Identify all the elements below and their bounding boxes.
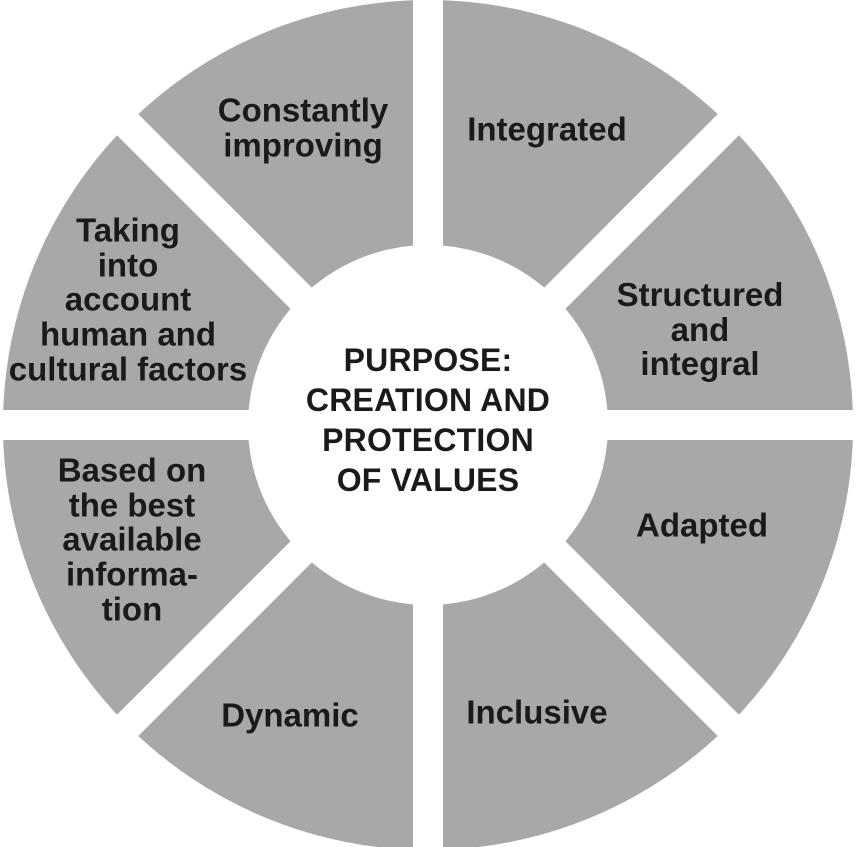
segment-label-integrated: Integrated bbox=[467, 110, 627, 148]
segment-label-adapted: Adapted bbox=[636, 506, 768, 544]
segment-label-human-factors: Taking into account human and cultural f… bbox=[8, 211, 248, 387]
segment-label-dynamic: Dynamic bbox=[221, 696, 359, 734]
center-hub bbox=[248, 245, 608, 605]
segment-label-structured: Structured and integral bbox=[616, 276, 784, 383]
segment-label-constantly-improving: Constantly improving bbox=[217, 91, 389, 163]
center-purpose-label: PURPOSE: CREATION AND PROTECTION OF VALU… bbox=[305, 342, 551, 498]
segment-label-based-on-info: Based on the best available informa- tio… bbox=[57, 451, 207, 627]
segment-label-inclusive: Inclusive bbox=[466, 693, 608, 731]
